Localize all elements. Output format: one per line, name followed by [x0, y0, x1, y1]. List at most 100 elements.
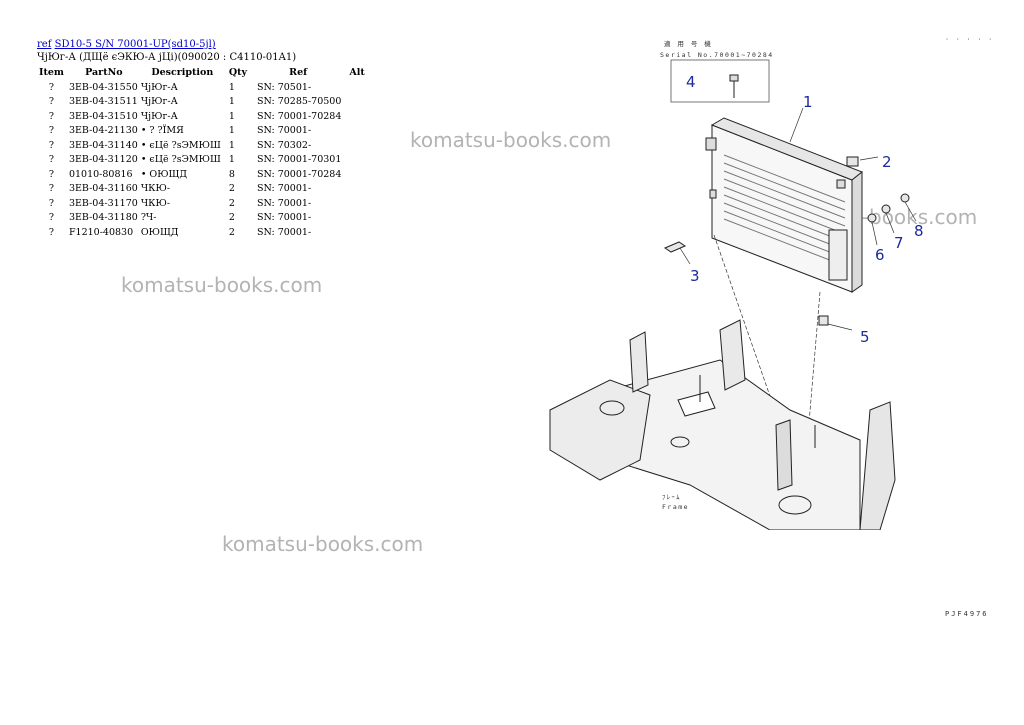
cell-alt [345, 225, 368, 240]
cell-ref: SN: 70001-70301 [257, 154, 342, 166]
col-qty: Qty [228, 67, 248, 78]
table-header-row: Item PartNo Description Qty Ref Alt [35, 65, 369, 80]
cell-partno: 3EB-04-31120 [68, 154, 138, 166]
cell-description: ЧКЮ- [140, 183, 171, 195]
table-row: ? F1210-40830 ОЮЩД 2 SN: 70001- [35, 225, 369, 240]
col-description: Description [151, 67, 214, 78]
cell-description: ЧјЮг-А [140, 110, 178, 122]
radiator-part [705, 117, 863, 293]
callout-2: 2 [882, 153, 892, 171]
cell-description: ЧјЮг-А [140, 81, 178, 93]
cell-alt [345, 109, 368, 124]
cell-alt [345, 182, 368, 197]
cell-item: ? [48, 125, 55, 137]
table-row: ? 3EB-04-31180?Ч- 2 SN: 70001- [35, 211, 369, 226]
cell-item: ? [48, 212, 55, 224]
frame-label-jp: ﾌﾚｰﾑ [662, 493, 681, 501]
cell-alt [345, 124, 368, 139]
cell-qty: 1 [228, 96, 235, 108]
cell-partno: 3EB-04-31550 [68, 81, 138, 93]
diagram-applicability-header: 適 用 号 機 [664, 39, 712, 48]
cell-qty: 1 [228, 110, 235, 122]
diagram-corner-mark: · · · · · · [945, 35, 1000, 43]
parts-table: Item PartNo Description Qty Ref Alt ? 3EB… [35, 65, 369, 240]
callout-7: 7 [894, 234, 904, 252]
cell-alt [345, 138, 368, 153]
page-subtitle: ЧјЮг-А (ДЩё єЭКЮ-А јЦі)(090020 : C4110-0… [37, 52, 297, 63]
model-link[interactable]: SD10-5 S/N 70001-UP(sd10-5jl) [54, 39, 216, 50]
frame-label-en: Frame [662, 503, 689, 511]
cell-ref: SN: 70001- [257, 212, 312, 224]
cell-item: ? [48, 226, 55, 238]
cell-alt [345, 196, 368, 211]
col-partno: PartNo [85, 67, 123, 78]
cell-qty: 1 [228, 139, 235, 151]
cell-description: • єЦё ?sЭМЮШ [140, 154, 221, 166]
cell-partno: 3EB-04-31180 [68, 212, 138, 224]
col-alt: Alt [349, 67, 365, 78]
cell-partno: 3EB-04-21130 [68, 125, 138, 137]
leader-lines [679, 107, 917, 436]
cell-alt [345, 95, 368, 110]
cell-ref: SN: 70001- [257, 125, 312, 137]
cell-description: • ОЮЩД [140, 168, 188, 180]
cell-alt [345, 80, 368, 95]
cell-ref: SN: 70285-70500 [257, 96, 342, 108]
cell-description: • ? ?ЇМЯ [140, 125, 184, 137]
cell-ref: SN: 70302- [257, 139, 312, 151]
cell-alt [345, 211, 368, 226]
bolt-part [729, 74, 739, 98]
cell-partno: 01010-80816 [68, 168, 133, 180]
parts-diagram: 適 用 号 機 Serial No.70001~70284 · · · · · … [549, 35, 1000, 530]
cell-partno: 3EB-04-31160 [68, 183, 138, 195]
callout-3: 3 [690, 267, 700, 285]
cell-qty: 1 [228, 81, 235, 93]
cell-alt [345, 167, 368, 182]
cell-ref: SN: 70001- [257, 183, 312, 195]
cell-qty: 2 [228, 212, 235, 224]
cell-partno: F1210-40830 [68, 226, 134, 238]
bolt-inset-box [670, 59, 770, 103]
cell-item: ? [48, 139, 55, 151]
cell-qty: 2 [228, 197, 235, 209]
cell-partno: 3EB-04-31511 [68, 96, 138, 108]
cell-partno: 3EB-04-31510 [68, 110, 138, 122]
cell-description: ОЮЩД [140, 226, 179, 238]
col-ref: Ref [289, 67, 308, 78]
watermark: komatsu-books.com [410, 128, 612, 152]
cell-qty: 2 [228, 183, 235, 195]
callout-4: 4 [686, 73, 696, 91]
cell-ref: SN: 70001- [257, 197, 312, 209]
diagram-serial-label: Serial No.70001~70284 [660, 51, 774, 59]
cell-alt [345, 153, 368, 168]
cell-item: ? [48, 110, 55, 122]
cell-qty: 1 [228, 154, 235, 166]
breadcrumb: ref SD10-5 S/N 70001-UP(sd10-5jl) [37, 39, 216, 50]
cell-ref: SN: 70001- [257, 226, 312, 238]
callout-8: 8 [914, 222, 924, 240]
cell-description: ЧјЮг-А [140, 96, 178, 108]
cell-item: ? [48, 96, 55, 108]
cell-description: ЧКЮ- [140, 197, 171, 209]
cell-ref: SN: 70001-70284 [257, 110, 342, 122]
cell-qty: 2 [228, 226, 235, 238]
drawing-code: PJF4976 [945, 610, 989, 618]
callout-5: 5 [860, 328, 870, 346]
cell-ref: SN: 70001-70284 [257, 168, 342, 180]
callout-6: 6 [875, 246, 885, 264]
cell-partno: 3EB-04-31140 [68, 139, 138, 151]
cell-item: ? [48, 197, 55, 209]
col-item: Item [39, 67, 64, 78]
ref-link[interactable]: ref [37, 39, 52, 50]
cell-description: ?Ч- [140, 212, 157, 224]
watermark: komatsu-books.com [121, 273, 323, 297]
